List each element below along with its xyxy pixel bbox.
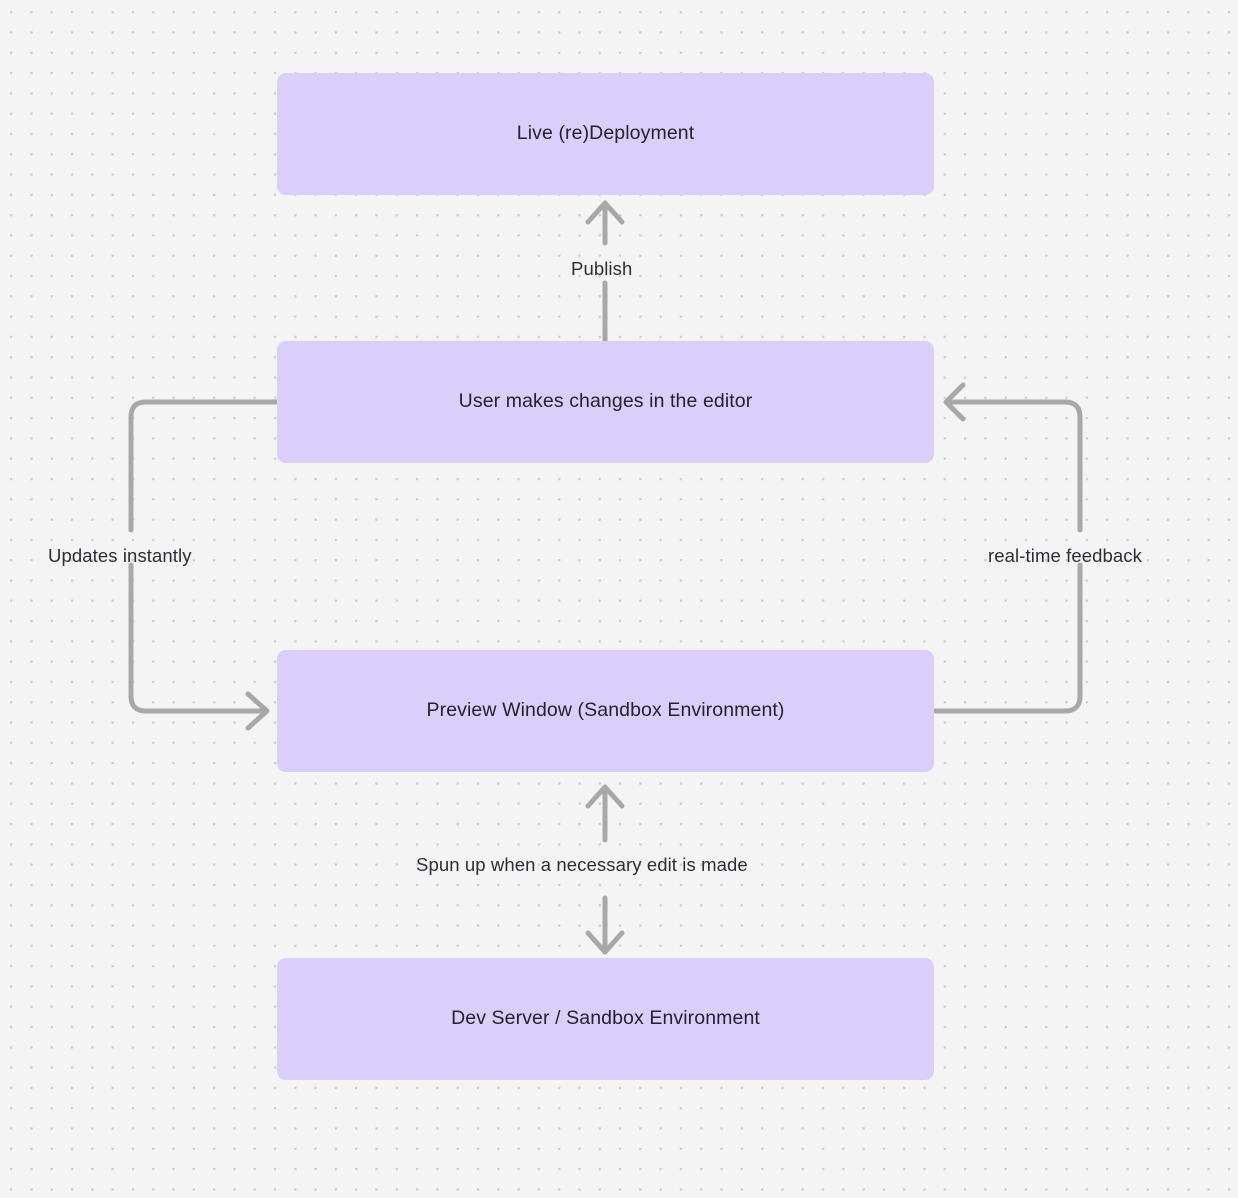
node-label: User makes changes in the editor: [458, 390, 753, 413]
node-label: Preview Window (Sandbox Environment): [426, 699, 785, 722]
node-live-redeployment[interactable]: Live (re)Deployment: [277, 73, 934, 195]
node-label: Dev Server / Sandbox Environment: [451, 1007, 760, 1030]
edge-label-updates-instantly: Updates instantly: [48, 545, 192, 566]
edge-label-publish: Publish: [571, 258, 633, 279]
edge-label-real-time-feedback: real-time feedback: [988, 545, 1142, 566]
node-preview-window[interactable]: Preview Window (Sandbox Environment): [277, 650, 934, 772]
node-dev-server[interactable]: Dev Server / Sandbox Environment: [277, 958, 934, 1080]
edge-label-spun-up: Spun up when a necessary edit is made: [416, 854, 748, 875]
node-label: Live (re)Deployment: [516, 122, 695, 145]
node-user-makes-changes[interactable]: User makes changes in the editor: [277, 341, 934, 463]
